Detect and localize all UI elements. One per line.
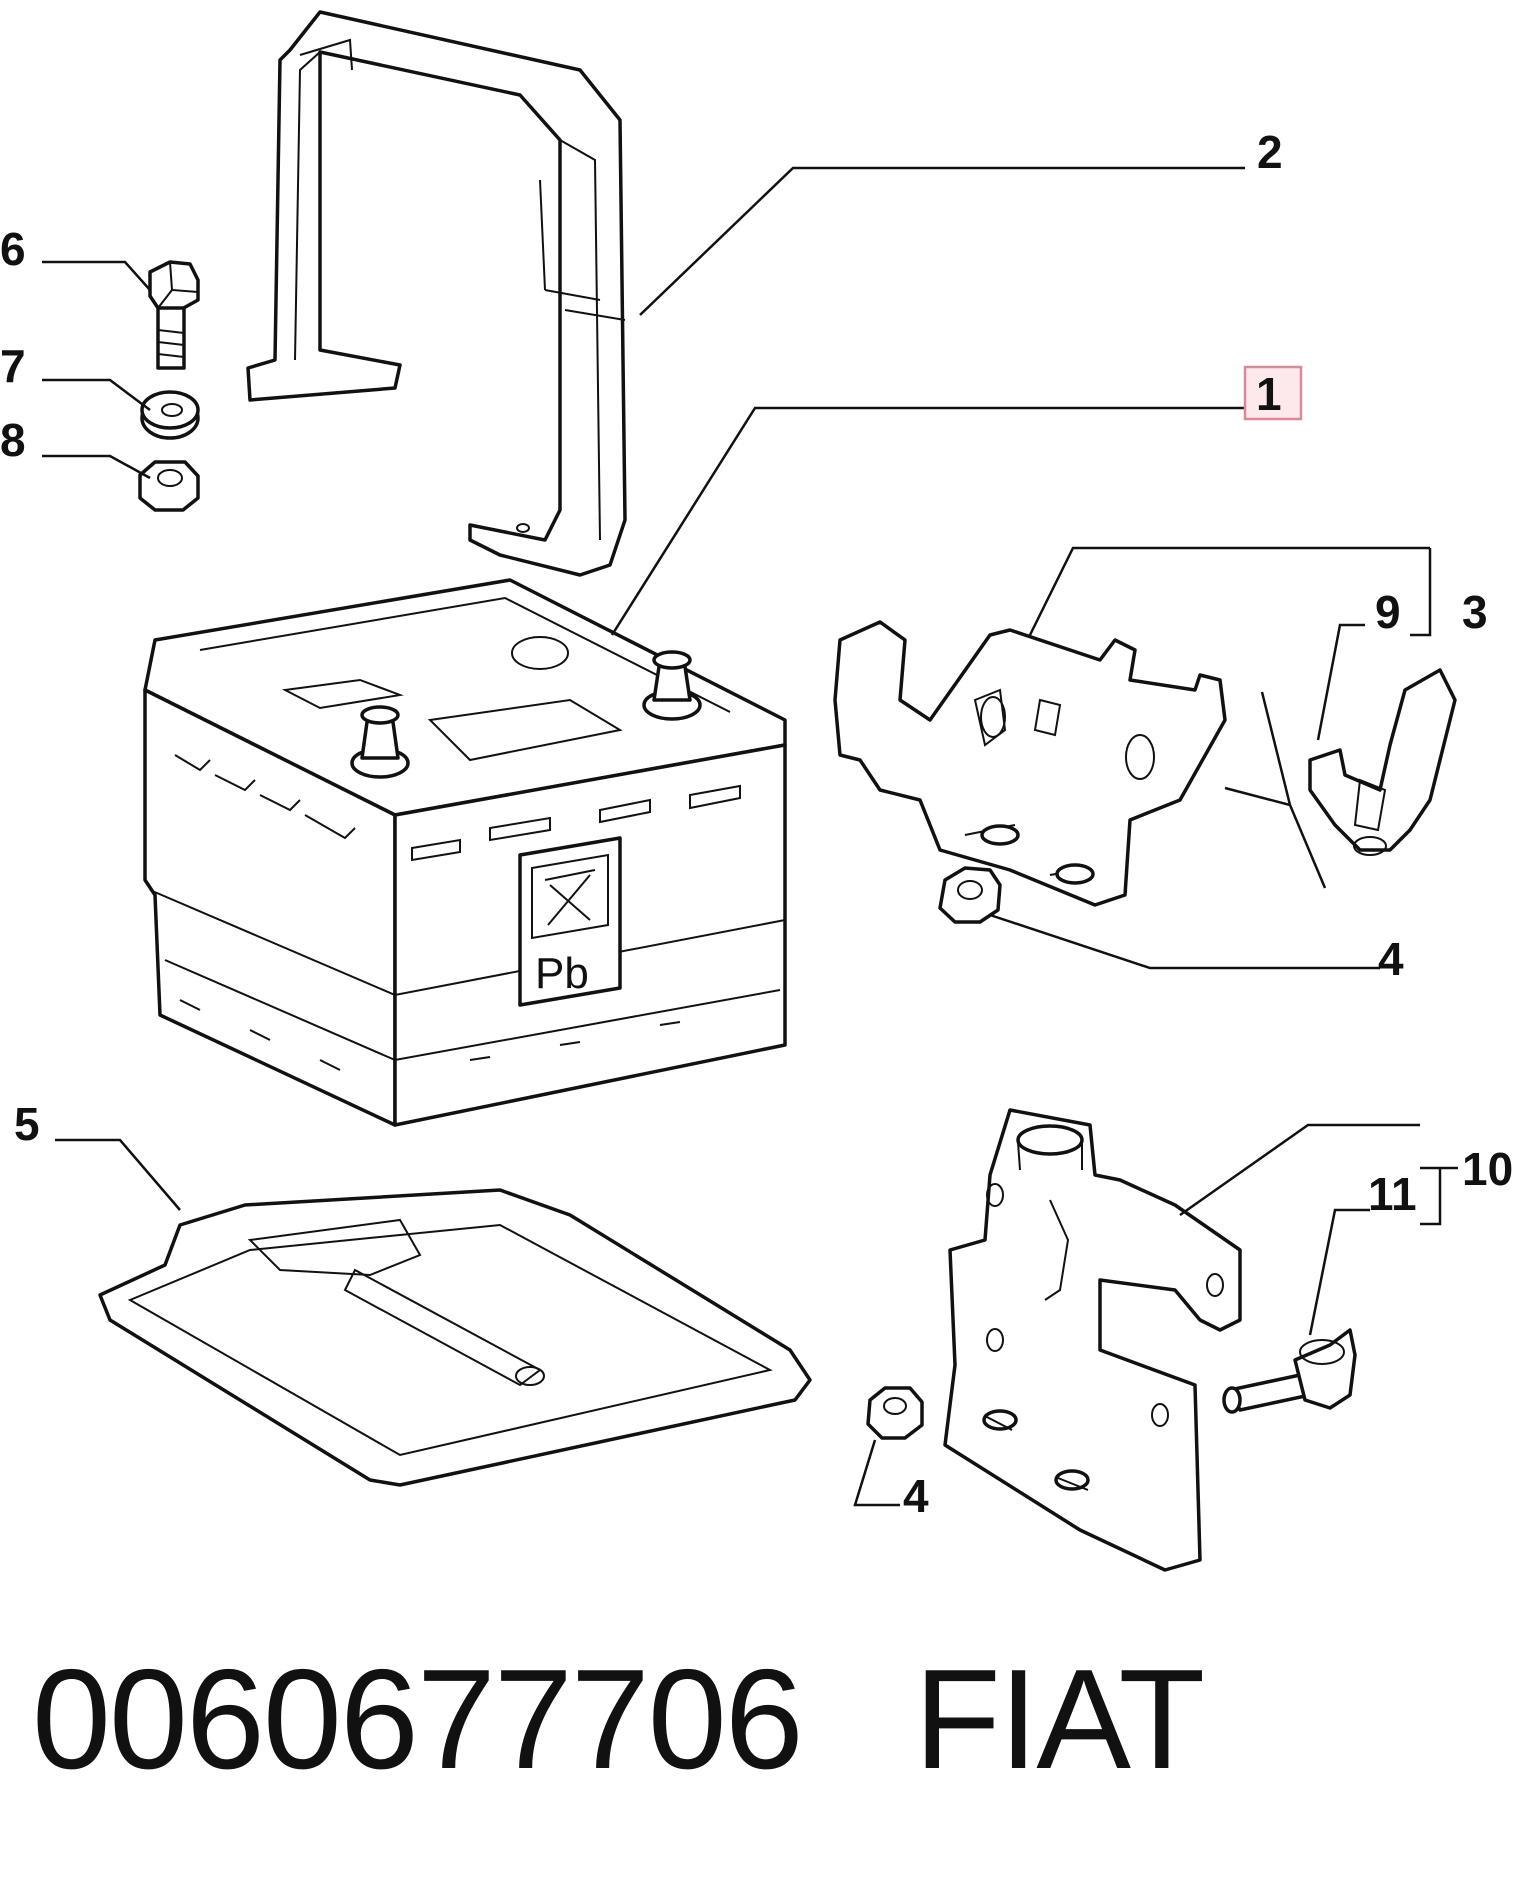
flange-nut-upper [938, 866, 1002, 924]
battery-hold-down-strap [246, 10, 627, 577]
callout-10: 10 [1462, 1143, 1513, 1195]
mounting-bracket [943, 1108, 1242, 1572]
battery-tray [98, 1188, 812, 1487]
callout-4-upper: 4 [1378, 933, 1404, 985]
battery-recycling-label: Pb [518, 836, 622, 1007]
callout-4-lower: 4 [903, 1470, 929, 1522]
callout-3: 3 [1462, 586, 1488, 638]
callout-6: 6 [0, 223, 26, 275]
callout-9: 9 [1375, 586, 1401, 638]
callout-1-highlight [1243, 365, 1303, 421]
part-number-caption: 0060677706 FIAT [32, 1640, 1205, 1799]
battery-label-text: Pb [535, 949, 589, 998]
callout-8: 8 [0, 414, 26, 466]
callout-numbers: 1 2 3 4 4 5 6 7 8 9 10 11 [0, 126, 1513, 1522]
battery: Pb [143, 578, 787, 1127]
leader-lines [42, 166, 1458, 1507]
callout-2: 2 [1257, 126, 1283, 178]
cable-clamp [1222, 1328, 1357, 1414]
callout-11: 11 [1368, 1168, 1417, 1220]
callout-7: 7 [0, 340, 26, 392]
battery-terminal-right [642, 650, 702, 721]
cable-clip [1308, 668, 1457, 856]
callout-5: 5 [14, 1098, 40, 1150]
hex-nut [138, 460, 200, 512]
callout-1: 1 [1256, 368, 1282, 420]
washer [140, 390, 200, 440]
cable-bracket [833, 620, 1227, 907]
bolt [148, 260, 200, 370]
battery-terminal-left [350, 705, 410, 779]
flange-nut-lower [866, 1386, 924, 1440]
